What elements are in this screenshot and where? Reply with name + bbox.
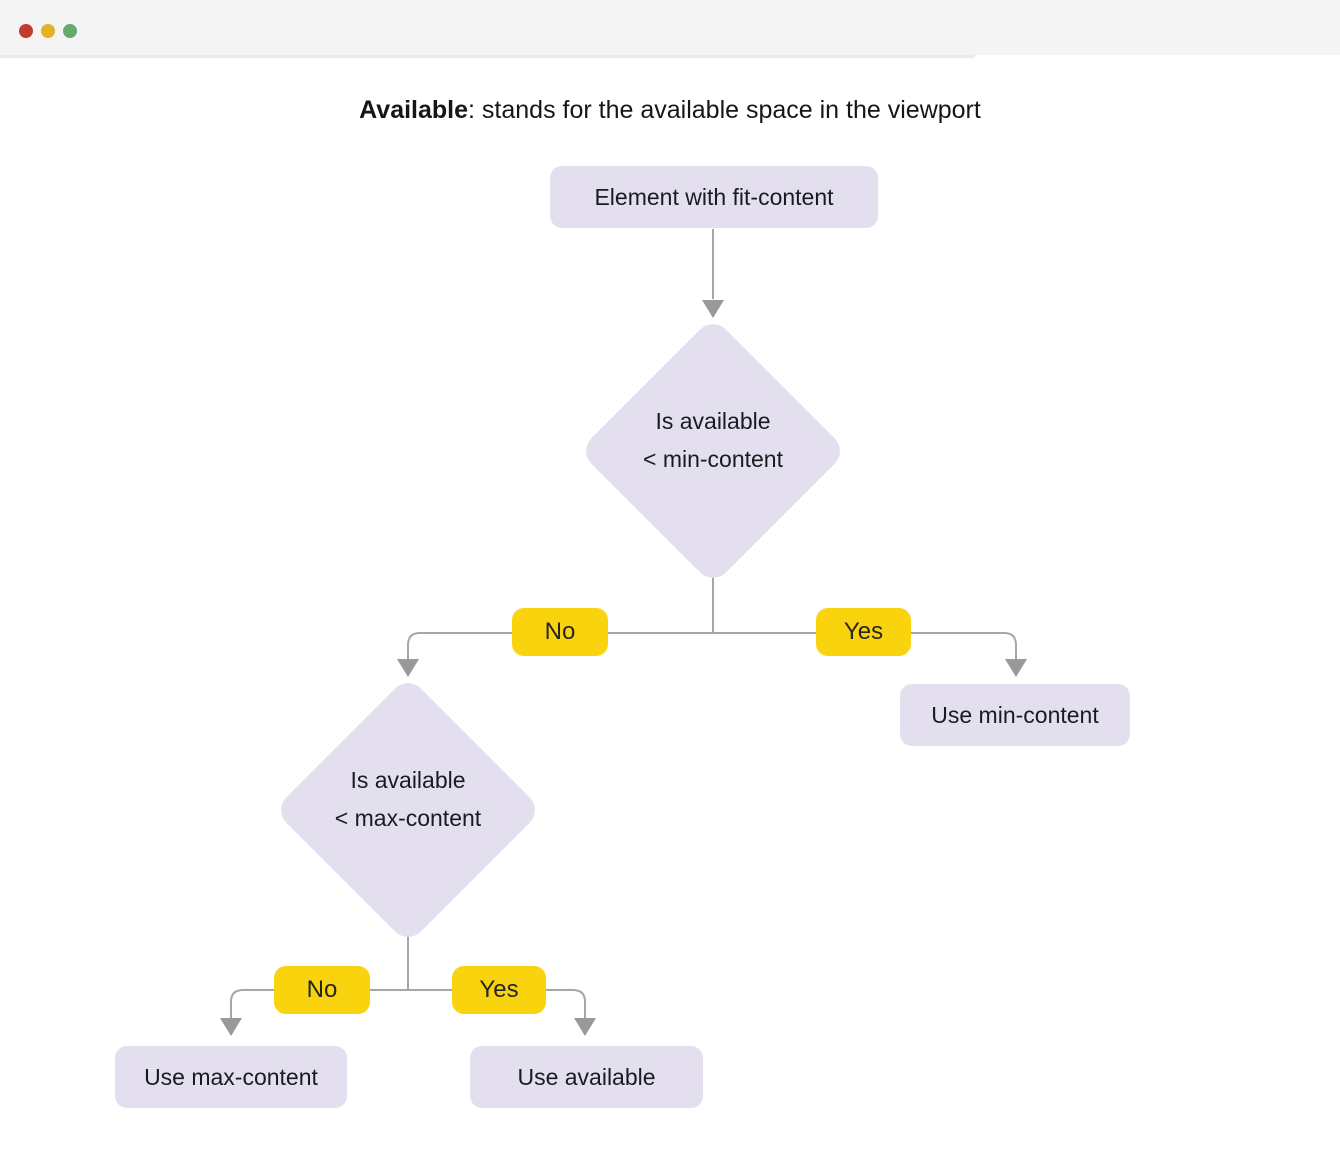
node-label: Use min-content xyxy=(931,701,1099,728)
arrowhead-down-icon xyxy=(702,300,724,318)
caption-term: Available xyxy=(359,96,469,124)
decision-max-content-label: Is available < max-content xyxy=(298,761,518,837)
close-window-button[interactable] xyxy=(19,24,33,38)
titlebar-divider xyxy=(0,55,975,58)
zoom-window-button[interactable] xyxy=(63,24,77,38)
decision-line: Is available xyxy=(350,767,466,793)
node-label: Element with fit-content xyxy=(594,183,834,210)
arrowhead-down-icon xyxy=(220,1018,242,1036)
diagram-caption: Available: stands for the available spac… xyxy=(0,94,1340,126)
node-use-available: Use available xyxy=(470,1046,703,1108)
branch-badge-yes-max: Yes xyxy=(452,966,546,1014)
arrowhead-down-icon xyxy=(1005,659,1027,677)
branch-badge-no-max: No xyxy=(274,966,370,1014)
arrowhead-down-icon xyxy=(397,659,419,677)
node-use-min-content: Use min-content xyxy=(900,684,1130,746)
badge-label: Yes xyxy=(479,976,519,1003)
node-element-with-fit-content: Element with fit-content xyxy=(550,166,878,228)
node-label: Use max-content xyxy=(144,1063,318,1090)
badge-label: No xyxy=(544,618,576,645)
caption-text: : stands for the available space in the … xyxy=(468,96,981,124)
decision-line: Is available xyxy=(655,408,771,434)
node-use-max-content: Use max-content xyxy=(115,1046,347,1108)
decision-min-content-label: Is available < min-content xyxy=(603,402,823,478)
branch-badge-no-min: No xyxy=(512,608,608,656)
minimize-window-button[interactable] xyxy=(41,24,55,38)
badge-label: No xyxy=(306,976,338,1003)
decision-line: < min-content xyxy=(643,446,783,472)
node-label: Use available xyxy=(517,1063,656,1090)
decision-line: < max-content xyxy=(334,805,482,831)
badge-label: Yes xyxy=(843,618,884,645)
branch-badge-yes-min: Yes xyxy=(816,608,911,656)
window-titlebar xyxy=(0,0,1340,55)
arrowhead-down-icon xyxy=(574,1018,596,1036)
